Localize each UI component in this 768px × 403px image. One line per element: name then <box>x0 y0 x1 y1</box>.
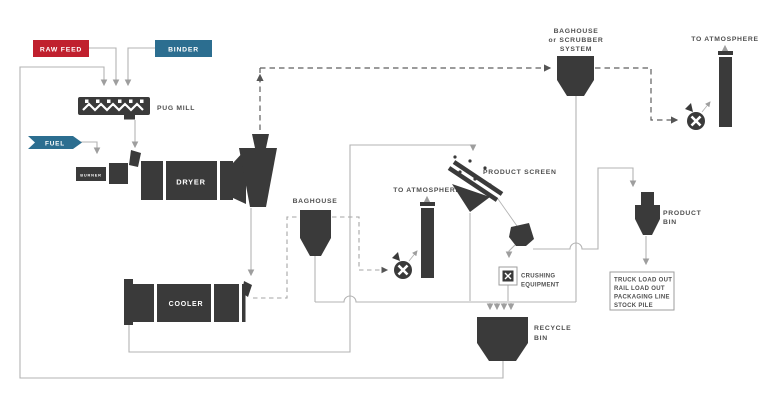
mid-stack-cap <box>420 202 435 206</box>
top-to-atmosphere-label: TO ATMOSPHERE <box>691 36 759 43</box>
pug-mill: PUG MILL <box>78 97 195 120</box>
crushing-label-line2: EQUIPMENT <box>521 283 559 289</box>
fuel-banner <box>28 136 82 149</box>
dryer-exhaust-neck <box>252 134 269 148</box>
cooler-ring-2 <box>211 282 214 324</box>
screen-to-splitter-line <box>497 198 518 227</box>
dust-collect-header-line <box>315 295 576 303</box>
dryer: DRYER <box>109 134 277 207</box>
cooler-inlet-bar <box>242 284 246 322</box>
pug-mill-paddles <box>85 99 144 103</box>
cooler-to-screen-line <box>128 144 477 353</box>
mid-fan-outlet-stub <box>408 250 418 262</box>
screen-granules <box>453 155 492 187</box>
mid-stack-body <box>421 208 434 278</box>
product-screen: PRODUCT SCREEN <box>447 155 557 246</box>
scrubber-to-fan-duct <box>595 67 679 124</box>
baghouse-hopper <box>300 210 331 256</box>
raw-feed-label: RAW FEED <box>40 47 82 54</box>
raw-feed-tag: RAW FEED <box>33 40 89 57</box>
top-stack-body <box>719 57 732 127</box>
dryer-discharge-hood <box>239 148 277 207</box>
mid-fan-blades <box>397 264 409 276</box>
baghouse: BAGHOUSE <box>293 198 338 256</box>
mid-fan <box>392 252 412 279</box>
top-fan-nub <box>685 103 693 112</box>
scrubber-hopper <box>557 56 594 96</box>
dryer-coupling <box>109 163 128 184</box>
top-stack-cap <box>718 51 733 55</box>
raw-feed-box <box>33 40 89 57</box>
scrubber-label-line1: BAGHOUSE <box>554 28 599 35</box>
recycle-bin: RECYCLE BIN <box>477 317 571 361</box>
product-screen-label: PRODUCT SCREEN <box>483 169 557 176</box>
product-bin-hopper <box>635 205 660 235</box>
pug-mill-discharge-tab <box>124 115 135 120</box>
cooler-ring-1 <box>154 282 157 324</box>
cooler-inlet-vane <box>242 281 252 297</box>
raw-feed-to-pugmill-line <box>89 47 120 87</box>
recycle-bin-hopper <box>477 317 528 361</box>
cooler-drum <box>133 284 239 322</box>
burner-body <box>76 167 106 181</box>
load-out-line1: TRUCK LOAD OUT <box>614 278 672 284</box>
product-bin-label-line2: BIN <box>663 219 677 226</box>
mid-stack: TO ATMOSPHERE <box>393 187 461 278</box>
screen-deck-upper <box>452 160 504 196</box>
load-out-frame <box>609 271 675 311</box>
load-out-line3: PACKAGING LINE <box>614 295 670 301</box>
fuel-tag: FUEL <box>28 136 82 149</box>
connector-lines <box>19 44 729 379</box>
top-fan <box>685 103 705 130</box>
cooler-label: COOLER <box>169 301 204 308</box>
dryer-label: DRYER <box>176 178 206 187</box>
mid-to-atmosphere-label: TO ATMOSPHERE <box>393 187 461 194</box>
cooler-to-baghouse-to-fan-duct <box>253 216 389 299</box>
burner-label: BURNER <box>80 173 101 178</box>
top-fan-outlet-stub <box>701 101 711 113</box>
oversize-to-crusher-line <box>505 244 516 259</box>
product-bin-inlet <box>641 192 654 205</box>
burner: BURNER <box>76 167 106 181</box>
dryer-ring-1 <box>163 159 166 202</box>
cooler: COOLER <box>124 279 252 325</box>
screen-splitter <box>509 223 534 246</box>
top-fan-blades <box>690 115 702 127</box>
pug-mill-zigzag <box>82 102 144 112</box>
scrubber-label-line2: or SCRUBBER <box>549 37 604 44</box>
top-stack: TO ATMOSPHERE <box>691 36 759 127</box>
pug-mill-label: PUG MILL <box>157 105 195 112</box>
recycle-return-line <box>19 66 504 379</box>
onsize-to-product-bin-line <box>533 167 637 250</box>
crushing-label-line1: CRUSHING <box>521 274 555 280</box>
exhaust-ducts <box>253 64 679 299</box>
binder-tag: BINDER <box>155 40 212 57</box>
binder-to-pugmill-line <box>124 47 155 87</box>
scrubber-label-line3: SYSTEM <box>560 46 592 53</box>
recycle-bin-label-line2: BIN <box>534 335 548 342</box>
binder-box <box>155 40 212 57</box>
load-out-line4: STOCK PILE <box>614 303 653 309</box>
recycle-bin-label-line1: RECYCLE <box>534 325 571 332</box>
crusher-blades <box>504 272 512 280</box>
dryer-feed-chute <box>129 150 141 167</box>
load-out-box: TRUCK LOAD OUT RAIL LOAD OUT PACKAGING L… <box>609 271 675 311</box>
load-out-line2: RAIL LOAD OUT <box>614 286 665 292</box>
screen-deck-lower <box>447 166 499 202</box>
fuel-label: FUEL <box>45 141 65 148</box>
crushing-equipment: CRUSHING EQUIPMENT <box>498 266 559 289</box>
scrubber-system: BAGHOUSE or SCRUBBER SYSTEM <box>549 28 604 96</box>
baghouse-label: BAGHOUSE <box>293 198 338 205</box>
screen-fines-funnel <box>452 184 490 212</box>
product-bin: PRODUCT BIN <box>635 192 702 235</box>
product-bin-label-line1: PRODUCT <box>663 210 702 217</box>
binder-label: BINDER <box>168 47 199 54</box>
dryer-ring-2 <box>217 159 220 202</box>
mid-fan-nub <box>392 252 400 261</box>
cooler-end-cap <box>124 279 133 325</box>
fuel-to-burner-line <box>81 141 101 155</box>
